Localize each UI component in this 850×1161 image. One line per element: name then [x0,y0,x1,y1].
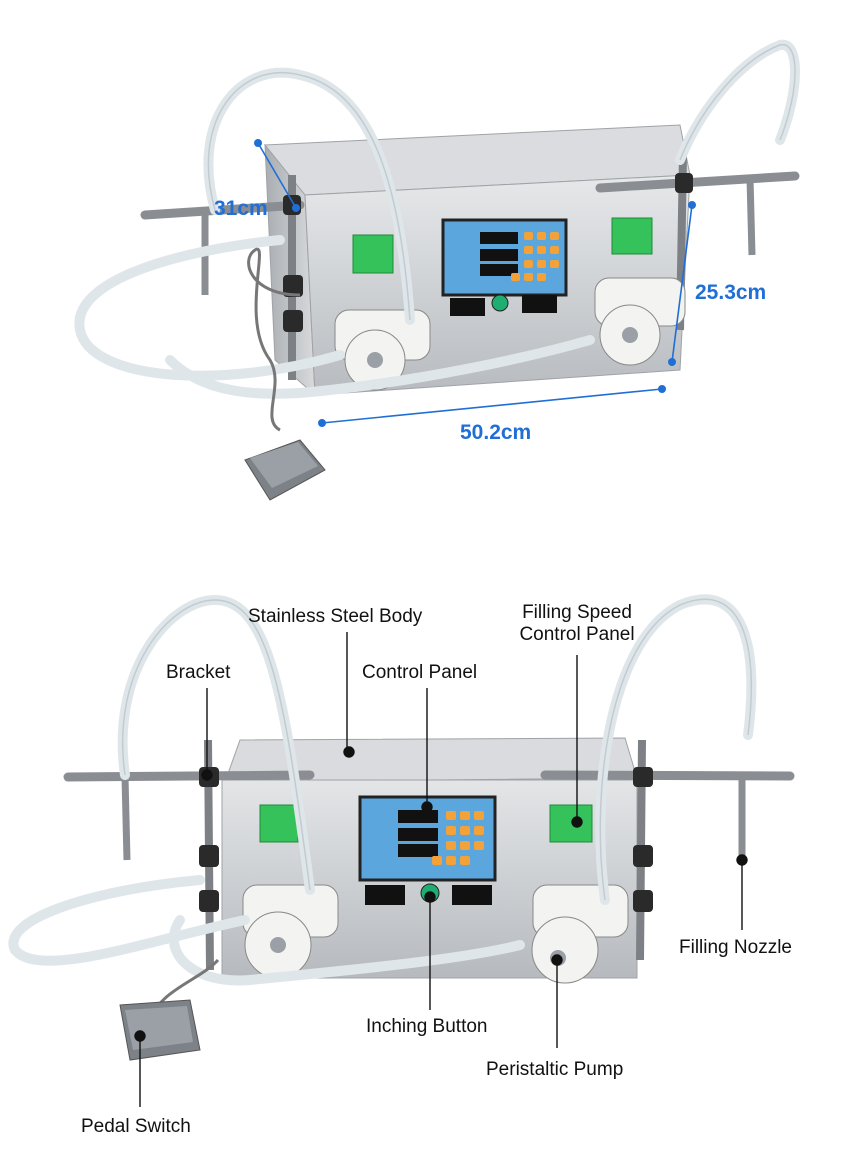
callout-lines [134,632,748,1107]
label-inching-button: Inching Button [366,1016,488,1037]
label-filling-speed-line2: Control Panel [519,624,635,645]
label-filling-speed-control-panel: Filling Speed Control Panel [512,602,642,646]
depth-dimension-label: 31cm [214,197,268,220]
right-rod-b [540,770,795,781]
machine-illustration-bottom [8,594,795,1107]
height-dim-line [671,204,693,363]
right-nozzle [746,177,756,256]
label-filling-nozzle: Filling Nozzle [679,937,792,958]
left-rod [140,200,305,220]
pedal-switch-icon [119,999,201,1061]
width-dimension-label: 50.2cm [460,421,532,444]
depth-dim-line [257,142,297,209]
power-cord [247,247,301,432]
right-clamp [675,173,693,193]
right-green-panel [611,217,653,255]
left-pump-b [242,884,339,979]
left-counter-display-b [365,885,405,905]
label-bracket: Bracket [166,662,231,683]
label-filling-speed-line1: Filling Speed [522,602,632,623]
left-green-panel [352,234,394,274]
inching-button-top [491,294,509,312]
width-dim-line [321,388,663,424]
right-counter-display [522,295,557,313]
label-control-panel: Control Panel [362,662,478,683]
foot-pedal-top [244,439,326,501]
machine-illustration-top [74,39,800,501]
height-dimension-label: 25.3cm [695,281,767,304]
right-green-panel-b [549,804,593,843]
label-pedal-switch: Pedal Switch [81,1116,191,1137]
left-nozzle-b [121,776,131,861]
right-counter-display-b [452,885,492,905]
dimension-view: 31cm 25.3cm 50.2cm [0,0,850,540]
left-green-panel-b [259,804,299,843]
label-stainless-steel-body: Stainless Steel Body [248,606,423,627]
right-pump-top [594,277,686,366]
component-view: Stainless Steel Body Filling Speed Contr… [0,560,850,1161]
left-rod-b [63,770,315,782]
right-rod [595,171,800,193]
label-peristaltic-pump: Peristaltic Pump [486,1059,624,1080]
left-counter-display [450,298,485,316]
